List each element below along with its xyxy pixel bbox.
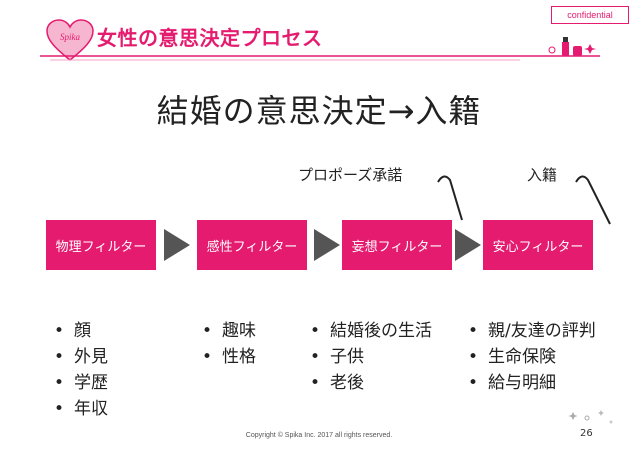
security-filter-label: 安心フィルター <box>492 239 584 255</box>
list-item: 学歴 <box>52 370 182 396</box>
list-item: 外見 <box>52 344 182 370</box>
physical-filter-box: 物理フィルター <box>46 220 156 270</box>
registration-label: 入籍 <box>527 166 558 184</box>
list-item: 顔 <box>52 318 182 344</box>
list-item: 結婚後の生活 <box>308 318 468 344</box>
flow-arrow <box>164 229 190 261</box>
header-underline <box>40 55 600 61</box>
sensibility-filter-list: 趣味 性格 <box>200 318 310 370</box>
slide-title: 結婚の意思決定→入籍 <box>156 92 482 130</box>
physical-filter-list: 顔 外見 学歴 年収 <box>52 318 182 422</box>
heart-logo-icon: Spika <box>46 19 94 61</box>
list-item: 性格 <box>200 344 310 370</box>
registration-callout-line <box>575 175 611 225</box>
list-item: 趣味 <box>200 318 310 344</box>
list-item: 生命保険 <box>466 344 598 370</box>
fantasy-filter-box: 妄想フィルター <box>342 220 452 270</box>
flow-arrow <box>314 229 340 261</box>
fantasy-filter-list: 結婚後の生活 子供 老後 <box>308 318 468 396</box>
physical-filter-label: 物理フィルター <box>55 239 147 255</box>
list-item: 親/友達の評判 <box>466 318 598 344</box>
sparkle-icon <box>568 410 613 424</box>
list-item: 子供 <box>308 344 468 370</box>
page-number: 26 <box>580 428 593 439</box>
logo-text: Spika <box>60 32 80 42</box>
sensibility-filter-label: 感性フィルター <box>206 239 298 255</box>
security-filter-box: 安心フィルター <box>483 220 593 270</box>
sensibility-filter-box: 感性フィルター <box>197 220 307 270</box>
flow-arrow <box>455 229 481 261</box>
list-item: 老後 <box>308 370 468 396</box>
proposal-accept-label: プロポーズ承諾 <box>298 166 403 184</box>
copyright-footer: Copyright © Spika Inc. 2017 all rights r… <box>245 432 393 439</box>
confidential-badge: confidential <box>551 6 629 24</box>
proposal-callout-line <box>437 175 463 221</box>
section-title: 女性の意思決定プロセス <box>97 26 323 50</box>
cosmetics-icon <box>548 37 596 56</box>
list-item: 給与明細 <box>466 370 598 396</box>
security-filter-list: 親/友達の評判 生命保険 給与明細 <box>466 318 598 396</box>
fantasy-filter-label: 妄想フィルター <box>351 239 443 255</box>
list-item: 年収 <box>52 396 182 422</box>
